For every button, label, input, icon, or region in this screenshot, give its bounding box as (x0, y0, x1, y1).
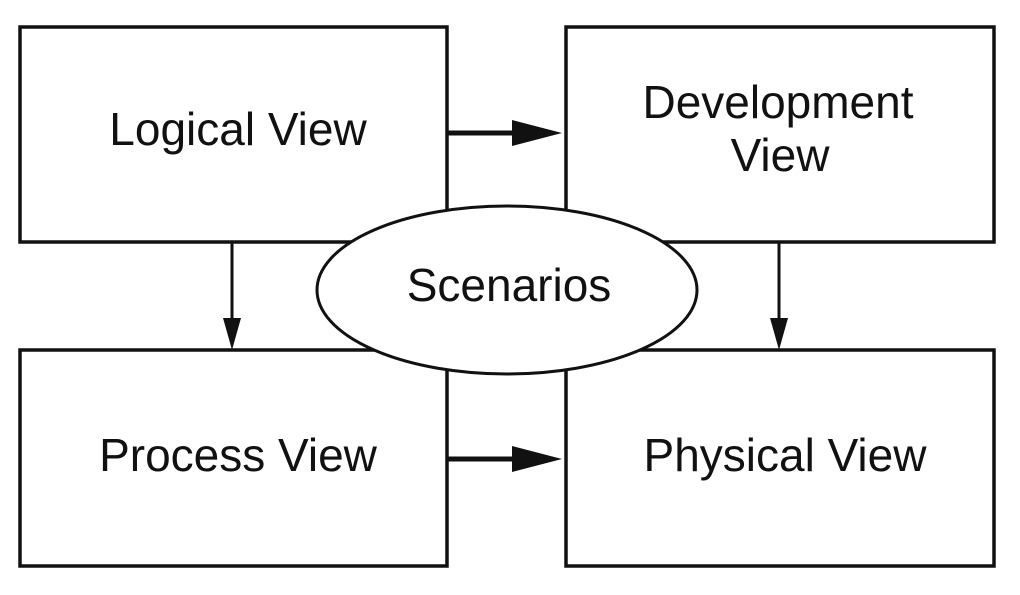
process-view-label: Process View (99, 429, 378, 481)
scenarios-ellipse: Scenarios (315, 204, 699, 376)
development-view-label-line2: View (731, 129, 831, 181)
physical-view-box: Physical View (564, 348, 996, 568)
logical-view-label: Logical View (109, 103, 367, 155)
development-view-label-line1: Development (642, 76, 913, 128)
logical-view-box: Logical View (18, 25, 449, 244)
scenarios-label: Scenarios (407, 259, 612, 311)
arrow-logical-to-development (447, 120, 562, 146)
process-view-box: Process View (18, 348, 449, 568)
arrow-process-to-physical (447, 446, 562, 472)
development-view-box: Development View (564, 25, 996, 244)
arrow-development-to-physical (770, 243, 788, 350)
arrow-logical-to-process (223, 243, 241, 350)
physical-view-label: Physical View (644, 429, 928, 481)
